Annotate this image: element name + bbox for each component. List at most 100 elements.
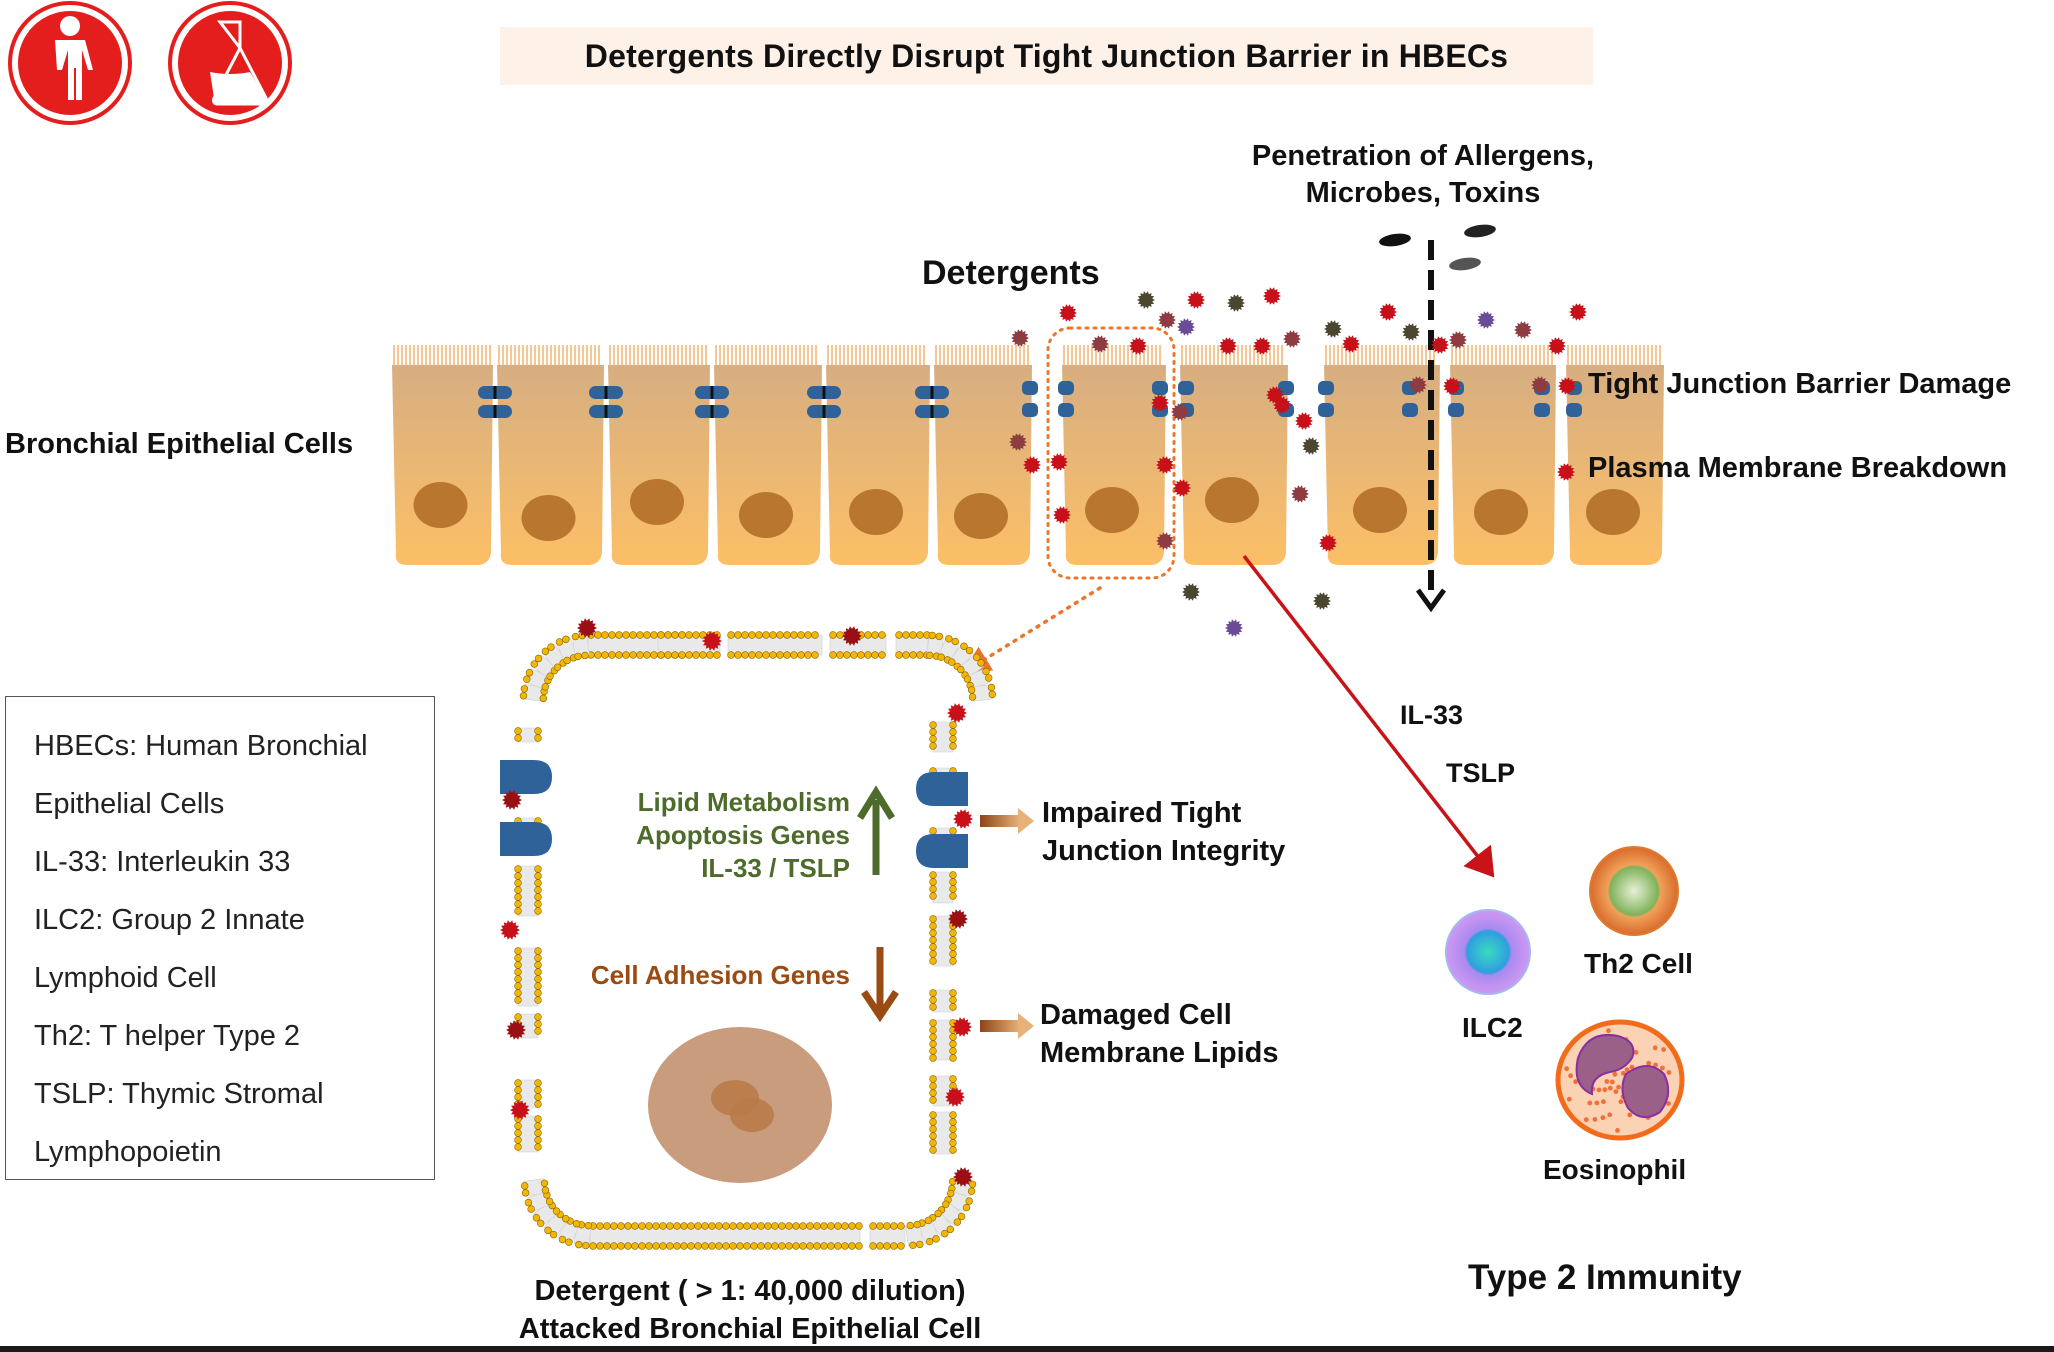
lipid-head	[929, 1146, 937, 1154]
lipid-head	[929, 885, 937, 893]
eosinophil-label: Eosinophil	[1543, 1154, 1687, 1185]
lipid-head	[519, 692, 528, 700]
lipid-head	[701, 1242, 709, 1250]
broken-tight-junction	[1022, 403, 1038, 417]
lipid-head	[571, 632, 580, 641]
broken-tight-junction	[1022, 381, 1038, 395]
epithelial-cell-layer	[392, 345, 1664, 565]
lipid-head	[836, 631, 844, 639]
lipid-head	[834, 1222, 842, 1230]
detergent-particle	[842, 626, 862, 646]
cell-nucleus	[1205, 477, 1259, 523]
lipid-head	[968, 1180, 977, 1188]
lipid-head	[546, 672, 554, 680]
lipid-head	[534, 996, 542, 1004]
epithelial-cell	[392, 345, 493, 565]
lipid-head	[977, 659, 985, 667]
detergent-particle	[1514, 321, 1532, 339]
eosinophil-granule	[1653, 1062, 1658, 1068]
epithelial-cell	[497, 345, 604, 565]
lipid-head	[792, 1222, 800, 1230]
lipid-head	[762, 631, 770, 639]
lipid-head	[666, 1242, 674, 1250]
lipid-head	[541, 1186, 550, 1194]
detergent-particle	[1342, 335, 1360, 353]
lipid-head	[895, 651, 903, 659]
upregulated-apoptosis-genes: Apoptosis Genes	[636, 820, 850, 850]
lipid-head	[534, 982, 542, 990]
cilia	[609, 345, 707, 365]
detergent-particle	[1129, 337, 1147, 355]
broken-tight-junction	[1178, 381, 1194, 395]
penetration-label: Penetration of Allergens, Microbes, Toxi…	[1248, 138, 1598, 212]
detergent-particle	[510, 1100, 530, 1120]
lipid-head	[897, 1242, 905, 1250]
microbe-particle	[1449, 257, 1481, 271]
tight-junction-seam	[493, 386, 497, 399]
lipid-head	[909, 631, 917, 639]
detergent-particle	[1177, 318, 1195, 336]
lipid-head	[514, 727, 522, 735]
lipid-head	[876, 1222, 884, 1230]
damaged-membrane-lipids-label: Damaged Cell Membrane Lipids	[1040, 996, 1279, 1072]
lipid-head	[575, 1240, 583, 1249]
lipid-head	[534, 954, 542, 962]
lipid-head	[949, 871, 957, 879]
detergent-particle	[1443, 377, 1461, 395]
lipid-head	[562, 1215, 570, 1223]
lipid-head	[636, 631, 644, 639]
broken-tight-junction	[1318, 403, 1334, 417]
lipid-head	[757, 1222, 765, 1230]
lipid-bilayer-segment	[929, 915, 957, 967]
lipid-head	[949, 996, 957, 1004]
lipid-head	[841, 1222, 849, 1230]
lipid-head	[722, 1242, 730, 1250]
tight-junction-seam	[822, 405, 826, 418]
detergent-particle	[1295, 412, 1313, 430]
tight-junction-damage-label: Tight Junction Barrier Damage	[1588, 368, 2012, 400]
lipid-head	[514, 954, 522, 962]
lipid-head	[514, 879, 522, 887]
attacked-cell-caption-line2: Attacked Bronchial Epithelial Cell	[518, 1313, 982, 1345]
cell-body	[608, 365, 710, 565]
detergent-particle	[1091, 335, 1109, 353]
lipid-head	[534, 727, 542, 735]
lipid-head	[671, 631, 679, 639]
lipid-head	[659, 1242, 667, 1250]
lipid-head	[804, 651, 812, 659]
cilia	[393, 345, 491, 365]
lipid-head	[694, 1222, 702, 1230]
lipid-head	[813, 1222, 821, 1230]
lipid-head	[949, 1033, 957, 1041]
attacked-cell-nucleus	[648, 1027, 832, 1183]
lipid-head	[941, 1229, 949, 1238]
lipid-head	[929, 1047, 937, 1055]
eosinophil-granule	[1596, 1087, 1602, 1093]
lipid-tails	[932, 1019, 954, 1061]
lipid-head	[871, 631, 879, 639]
lipid-head	[645, 1242, 653, 1250]
lipid-bilayer-segment	[929, 1111, 957, 1155]
lipid-head	[736, 1222, 744, 1230]
type2-immunity-heading: Type 2 Immunity	[1468, 1258, 1742, 1297]
lipid-head	[965, 1197, 973, 1205]
detergent-particle	[1569, 303, 1587, 321]
tight-junction-seam	[710, 386, 714, 399]
lipid-head	[890, 1222, 898, 1230]
lipid-head	[514, 865, 522, 873]
lipid-head	[631, 1242, 639, 1250]
lipid-bilayer-segment	[530, 654, 559, 680]
detergent-particle	[1053, 506, 1071, 524]
lipid-head	[945, 635, 953, 643]
lipid-head	[741, 651, 749, 659]
detergent-particle	[1283, 330, 1301, 348]
detergent-particle	[1009, 433, 1027, 451]
lipid-head	[652, 1242, 660, 1250]
detergent-particle	[1291, 485, 1309, 503]
lipid-head	[534, 975, 542, 983]
lipid-head	[929, 892, 937, 900]
lipid-head	[603, 1242, 611, 1250]
lipid-head	[764, 1242, 772, 1250]
detergent-particle	[1409, 376, 1427, 394]
detergent-particles	[1009, 287, 1587, 637]
